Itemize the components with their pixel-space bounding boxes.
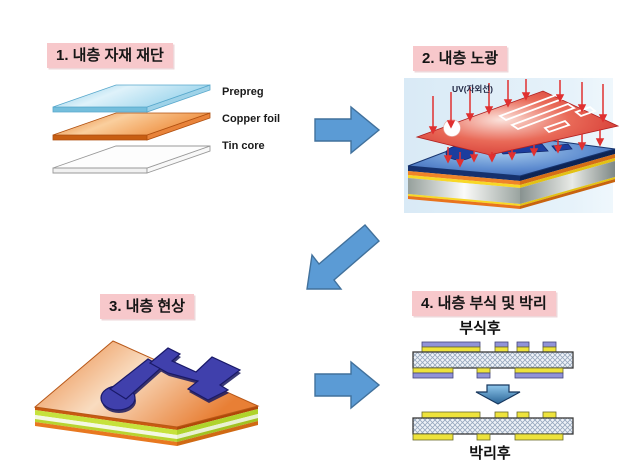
step2-exposure-illustration [404,78,620,213]
resist-circuit-pattern [100,347,242,413]
material-label-tin-core: Tin core [222,140,265,152]
uv-light-label: UV(자외선) [452,84,493,94]
after-etch-label: 부식후 [459,320,501,337]
board-side-layers [35,406,258,446]
material-label-copper-foil: Copper foil [222,113,281,125]
copper-foil-board [52,112,211,141]
step4-etch-strip-illustration [412,341,574,441]
after-etch-cross-section [412,341,574,379]
artwork-film [415,90,620,156]
tin-core-board [52,145,211,174]
prepreg-board [52,84,211,113]
film-circuit-pattern [443,93,597,137]
flow-arrow-down-left-icon [306,224,380,290]
stage-transition-arrow-down-icon [475,384,521,405]
flow-arrow-right-icon [314,360,381,410]
step3-title: 3. 내층 현상 [100,294,195,319]
after-strip-label: 박리후 [469,445,511,462]
flow-arrow-right-icon [314,105,381,155]
after-strip-cross-section [412,411,574,441]
step3-developed-board-illustration [33,340,260,446]
step2-title: 2. 내층 노광 [413,46,508,71]
step1-title: 1. 내층 자재 재단 [47,43,173,68]
material-label-prepreg: Prepreg [222,86,264,98]
step1-material-stack-illustration [52,84,211,174]
uv-rays [428,79,608,168]
step4-title: 4. 내층 부식 및 박리 [412,291,556,316]
